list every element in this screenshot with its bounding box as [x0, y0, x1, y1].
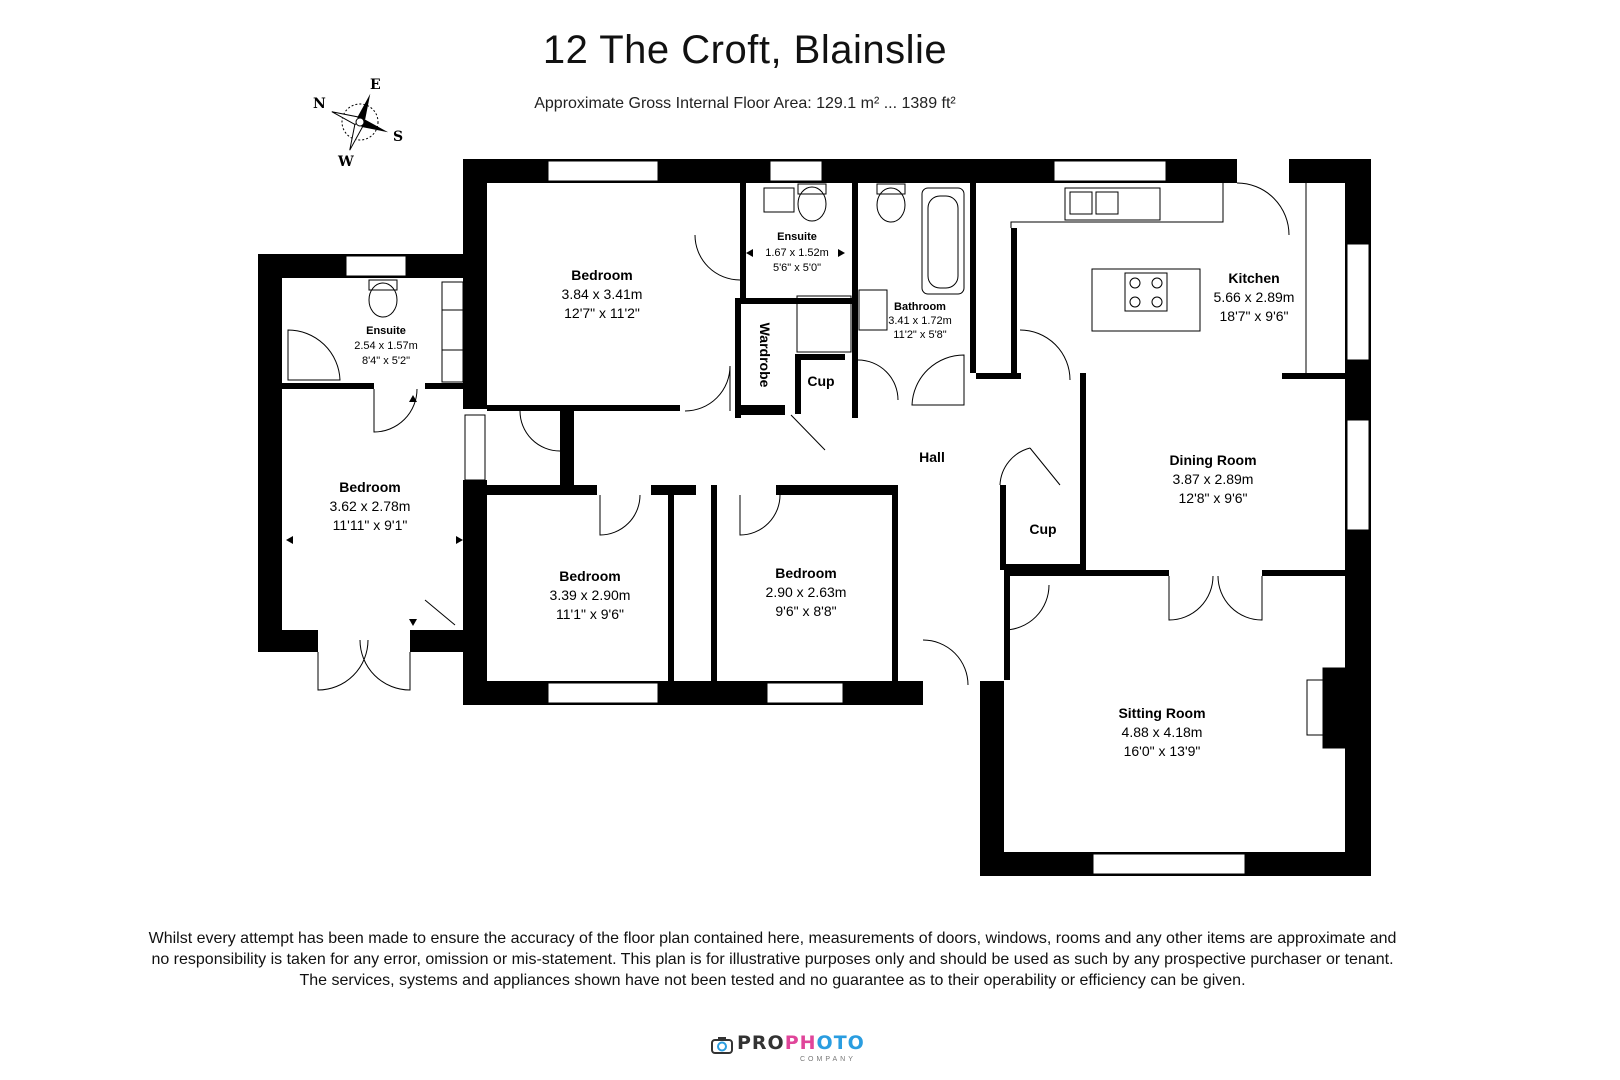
windows: [345, 160, 1370, 875]
room-bedroom-4: Bedroom 2.90 x 2.63m 9'6" x 8'8": [766, 565, 847, 619]
room-ensuite-mid: Ensuite 1.67 x 1.52m 5'6" x 5'0": [765, 231, 829, 274]
room-imperial: 8'4" x 5'2": [362, 355, 410, 367]
room-imperial: 5'6" x 5'0": [773, 262, 821, 274]
room-bedroom-left: Bedroom 3.62 x 2.78m 11'11" x 9'1": [330, 479, 411, 533]
room-cup-right: Cup: [1029, 521, 1056, 537]
compass-icon: N E S W: [313, 77, 403, 170]
room-metric: 1.67 x 1.52m: [765, 247, 829, 259]
room-name: Bedroom: [339, 479, 400, 495]
room-metric: 3.41 x 1.72m: [888, 315, 952, 327]
logo-part-1: PRO: [737, 1032, 785, 1054]
doors: [317, 234, 1263, 691]
room-imperial: 16'0" x 13'9": [1124, 743, 1201, 759]
room-metric: 3.39 x 2.90m: [550, 587, 631, 603]
room-name: Dining Room: [1169, 452, 1256, 468]
room-imperial: 9'6" x 8'8": [775, 603, 836, 619]
room-imperial: 18'7" x 9'6": [1220, 308, 1289, 324]
room-hall: Hall: [919, 449, 945, 465]
room-name: Bedroom: [775, 565, 836, 581]
room-name: Bathroom: [894, 301, 946, 313]
room-kitchen: Kitchen 5.66 x 2.89m 18'7" x 9'6": [1214, 270, 1295, 324]
bathroom-fixtures: [287, 183, 965, 406]
room-bedroom-3: Bedroom 3.39 x 2.90m 11'1" x 9'6": [550, 568, 631, 622]
compass-e-label: E: [370, 77, 381, 93]
room-name: Sitting Room: [1118, 705, 1205, 721]
floor-plan: Ensuite 2.54 x 1.57m 8'4" x 5'2" Bedroom…: [258, 159, 1371, 876]
room-bathroom: Bathroom 3.41 x 1.72m 11'2" x 5'8": [888, 301, 952, 341]
room-metric: 3.84 x 3.41m: [562, 286, 643, 302]
compass-s-label: S: [393, 129, 403, 145]
compass-n-label: N: [313, 96, 326, 112]
room-bedroom-main: Bedroom 3.84 x 3.41m 12'7" x 11'2": [562, 267, 643, 321]
room-cup-top: Cup: [807, 373, 834, 389]
fireplace: [1306, 667, 1346, 749]
kitchen-fittings: [1010, 182, 1307, 373]
room-metric: 3.87 x 2.89m: [1173, 471, 1254, 487]
room-metric: 5.66 x 2.89m: [1214, 289, 1295, 305]
room-sitting: Sitting Room 4.88 x 4.18m 16'0" x 13'9": [1118, 705, 1205, 759]
prophoto-logo: PROPHOTO COMPANY: [705, 1030, 885, 1070]
room-imperial: 11'11" x 9'1": [333, 517, 408, 533]
room-imperial: 11'1" x 9'6": [556, 606, 624, 622]
room-name: Bedroom: [559, 568, 620, 584]
logo-part-3: OTO: [816, 1032, 865, 1054]
room-name: Bedroom: [571, 267, 632, 283]
room-metric: 4.88 x 4.18m: [1122, 724, 1203, 740]
room-imperial: 12'8" x 9'6": [1179, 490, 1248, 506]
measurement-arrows: [286, 249, 845, 626]
plan-title: 12 The Croft, Blainslie: [542, 28, 948, 72]
room-ensuite-left: Ensuite 2.54 x 1.57m 8'4" x 5'2": [354, 325, 418, 367]
room-name: Ensuite: [366, 325, 406, 337]
room-dining: Dining Room 3.87 x 2.89m 12'8" x 9'6": [1169, 452, 1256, 506]
camera-icon: [711, 1037, 733, 1054]
room-name: Kitchen: [1228, 270, 1279, 286]
room-metric: 2.54 x 1.57m: [354, 340, 418, 352]
room-imperial: 11'2" x 5'8": [893, 329, 946, 341]
disclaimer-text: Whilst every attempt has been made to en…: [148, 930, 1397, 989]
logo-subtext: COMPANY: [800, 1056, 856, 1063]
room-name: Ensuite: [777, 231, 817, 243]
room-metric: 3.62 x 2.78m: [330, 498, 411, 514]
logo-wordmark: PROPHOTO: [737, 1032, 865, 1054]
room-wardrobe: Wardrobe: [757, 323, 773, 388]
floor-area-subtitle: Approximate Gross Internal Floor Area: 1…: [534, 95, 956, 112]
room-metric: 2.90 x 2.63m: [766, 584, 847, 600]
compass-w-label: W: [337, 154, 354, 170]
room-imperial: 12'7" x 11'2": [564, 305, 640, 321]
logo-part-2: PH: [784, 1032, 817, 1054]
